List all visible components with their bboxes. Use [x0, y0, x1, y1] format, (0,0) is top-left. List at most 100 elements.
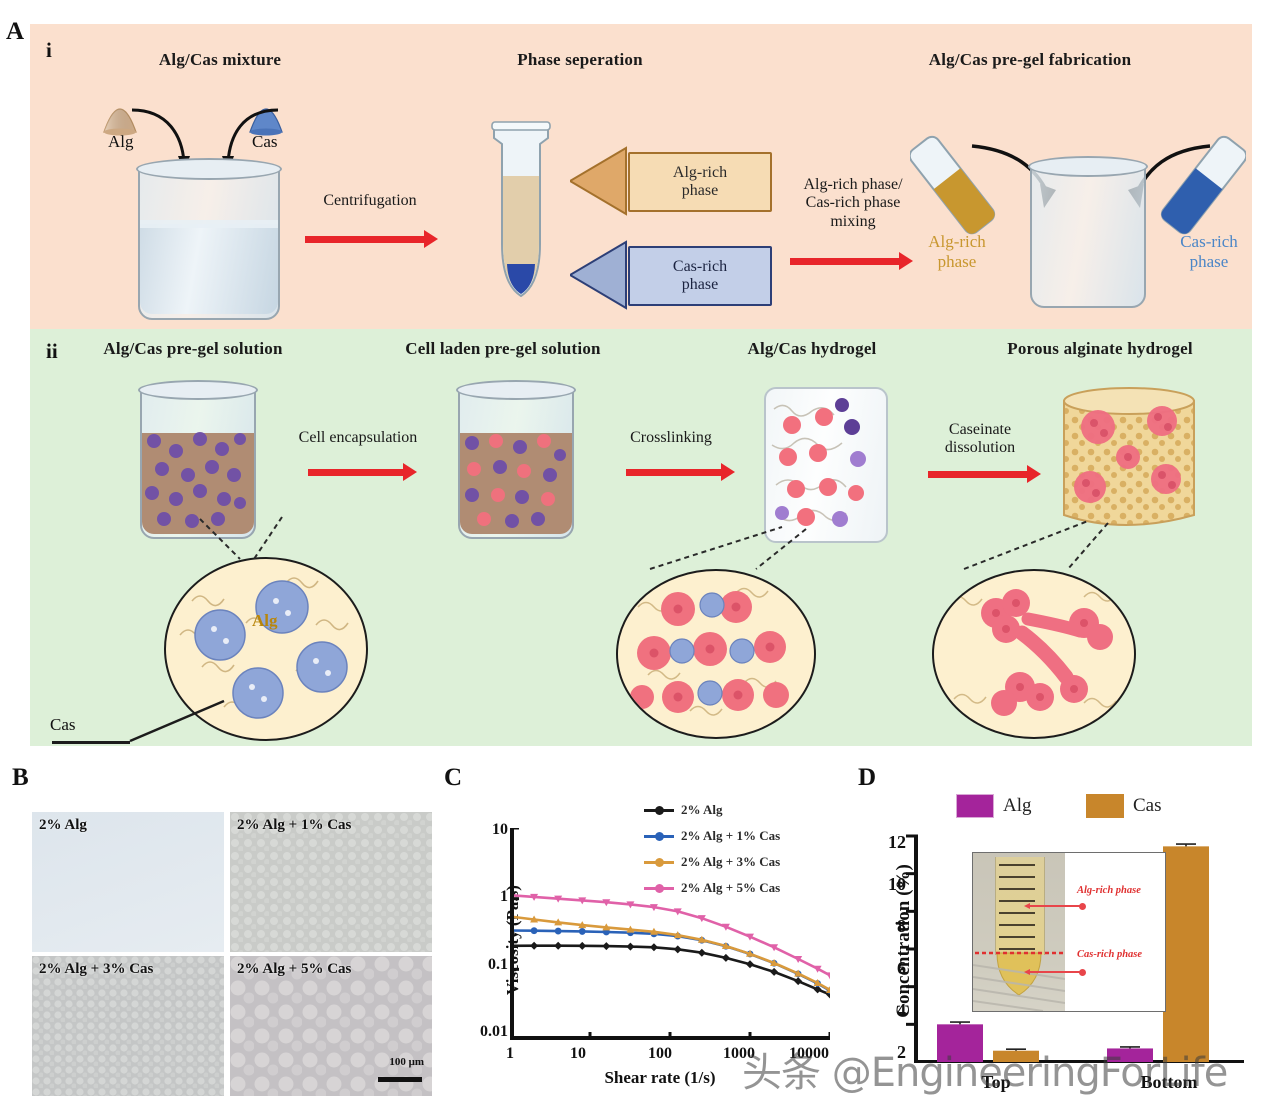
panel-c-xtick-2: 100 [648, 1045, 672, 1062]
arrow-label-phase-mixing: Alg-rich phase/ Cas-rich phase mixing [803, 176, 903, 230]
panel-c-xtick-0: 1 [506, 1045, 514, 1062]
inset-photo-tube-area [973, 853, 1065, 1011]
label-alg-powder: Alg [108, 132, 134, 151]
droplet-texture-1-icon [230, 812, 432, 952]
inset-crosslinked [616, 569, 816, 739]
phase-pointer-alg-icon [570, 146, 627, 216]
legend-swatch-alg-icon [956, 794, 994, 818]
arrow-crosslinking-icon [626, 463, 735, 481]
inset-tube-body [995, 857, 1045, 955]
arrow-label-cell-encapsulation: Cell encapsulation [298, 429, 418, 446]
panel-d-ytick-2: 6 [897, 958, 906, 978]
purple-beads-icon [145, 432, 246, 528]
legend-marker-1-icon [644, 831, 674, 841]
panel-c-plot [510, 828, 830, 1040]
inset-label-alg: Alg [252, 611, 278, 630]
inset-crosslinked-content-icon [630, 587, 789, 716]
arrow-label-centrifugation: Centrifugation [323, 192, 417, 209]
panel-c-yaxis [510, 828, 514, 1040]
arrow-caseinate-dissolution-icon [928, 465, 1041, 483]
title-porous-hydrogel: Porous alginate hydrogel [1007, 339, 1193, 358]
vial-cas-rich-icon [1160, 135, 1246, 235]
inset-arrow-cas-rich-icon [1024, 968, 1086, 976]
panel-a: i Alg/Cas mixture Phase seperation Alg/C… [30, 24, 1252, 746]
section-i-numeral: i [46, 38, 52, 62]
panel-d-ytick-4: 10 [888, 874, 906, 894]
inset-label-cas: Cas [50, 715, 76, 734]
panel-d-ytick-5: 12 [888, 832, 906, 852]
panel-d-bars [937, 843, 1209, 1062]
vial-alg-rich-icon [910, 135, 996, 235]
phase-pointer-cas-icon [570, 240, 627, 310]
panel-d-ytick-1: 4 [897, 1000, 906, 1020]
inset-alg-cas: Alg [164, 557, 368, 741]
micrograph-2pct-alg: 2% Alg [32, 812, 224, 952]
inset-porous-content-icon [949, 589, 1117, 716]
panel-a-letter: A [6, 18, 25, 45]
inset-porous [932, 569, 1136, 739]
droplet-texture-2-icon [32, 956, 224, 1096]
phase-box-alg-rich: Alg-rich phase [628, 152, 772, 212]
cells-and-beads-icon [465, 434, 566, 528]
phase-box-cas-rich: Cas-rich phase [628, 246, 772, 306]
scalebar-label: 100 μm [389, 1056, 424, 1068]
vial-label-alg-rich: Alg-rich phase [928, 232, 986, 272]
cas-leader-line [52, 741, 130, 744]
porous-scaffold-icon [1063, 387, 1195, 526]
section-ii-numeral: ii [46, 339, 58, 363]
panel-c-xtick-4: 10000 [789, 1045, 829, 1062]
label-cas-powder: Cas [252, 132, 278, 151]
panel-d-legend-label-cas: Cas [1133, 795, 1162, 816]
inset-tube-graduations-icon [973, 864, 1065, 1011]
micrograph-2pct-alg-1pct-cas: 2% Alg + 1% Cas [230, 812, 432, 952]
micrograph-label-1: 2% Alg + 1% Cas [237, 817, 352, 833]
panel-a-section-i: i Alg/Cas mixture Phase seperation Alg/C… [30, 24, 1252, 329]
panel-d-inset-photo: Alg-rich phase Cas-rich phase [972, 852, 1166, 1012]
panel-c-xtick-1: 10 [570, 1045, 586, 1062]
panel-c-letter: C [444, 764, 463, 791]
panel-c-legend-label-3: 2% Alg + 5% Cas [681, 880, 781, 895]
panel-c-legend-item-2: 2% Alg + 3% Cas [644, 854, 780, 870]
vessel-cell-laden-rim [456, 380, 576, 400]
title-alg-cas-mixture: Alg/Cas mixture [158, 50, 282, 69]
title-cell-laden-solution: Cell laden pre-gel solution [405, 339, 601, 358]
legend-swatch-cas-icon [1086, 794, 1124, 818]
beaker-mixture-rim [136, 158, 282, 180]
title-pregel-solution: Alg/Cas pre-gel solution [103, 339, 283, 358]
droplet-texture-3-icon [230, 956, 432, 1096]
panel-d-legend-item-alg: Alg [956, 794, 1032, 818]
inset-3-connector-icon [963, 520, 1109, 570]
arrow-label-caseinate-dissolution: Caseinate dissolution [944, 421, 1016, 457]
panel-d-legend-label-alg: Alg [1003, 795, 1032, 816]
cas-leader-diagonal-icon [129, 699, 225, 743]
panel-d-ytick-0: 2 [897, 1042, 906, 1062]
panel-d: Alg Cas Concentration (%) 2 4 6 8 10 12 [856, 780, 1266, 1100]
panel-b: 2% Alg 2% Alg + 1% Cas 2% Alg + 3% Cas [32, 788, 432, 1096]
beaker-pregel-rim [1028, 156, 1148, 177]
inset-arrow-alg-rich-icon [1024, 902, 1086, 910]
legend-marker-0-icon [644, 805, 674, 815]
panel-c: Viscosity (Pa.s) Shear rate (1/s) 0.01 0… [440, 780, 860, 1100]
centrifuge-tube-icon [491, 121, 551, 298]
panel-c-ytick-1: 0.1 [488, 956, 508, 973]
title-alg-cas-hydrogel: Alg/Cas hydrogel [747, 339, 877, 358]
micrograph-2pct-alg-3pct-cas: 2% Alg + 3% Cas [32, 956, 224, 1096]
arrow-phase-mixing-icon [790, 252, 913, 270]
panel-c-xlabel: Shear rate (1/s) [604, 1068, 716, 1087]
inset-alg-cas-content-icon [179, 577, 349, 719]
micrograph-2pct-alg-5pct-cas: 2% Alg + 5% Cas 100 μm [230, 956, 432, 1096]
hydrogel-network-icon [771, 398, 866, 527]
micrograph-label-3: 2% Alg + 5% Cas [237, 961, 352, 977]
panel-a-section-ii: ii Alg/Cas pre-gel solution Cell laden p… [30, 329, 1252, 746]
panel-c-legend-label-1: 2% Alg + 1% Cas [681, 828, 781, 843]
panel-c-xaxis [510, 1036, 830, 1040]
panel-c-legend-item-0: 2% Alg [644, 802, 723, 818]
scalebar [378, 1077, 422, 1082]
phase-box-alg-rich-label: Alg-rich phase [672, 163, 728, 199]
beaker-pregel [1030, 164, 1146, 308]
panel-d-category-top: Top [981, 1072, 1011, 1092]
beaker-mixture [138, 166, 280, 320]
panel-d-ytick-3: 8 [897, 916, 906, 936]
title-pregel-fabrication: Alg/Cas pre-gel fabrication [928, 50, 1132, 69]
vial-label-cas-rich: Cas-rich phase [1180, 232, 1238, 272]
